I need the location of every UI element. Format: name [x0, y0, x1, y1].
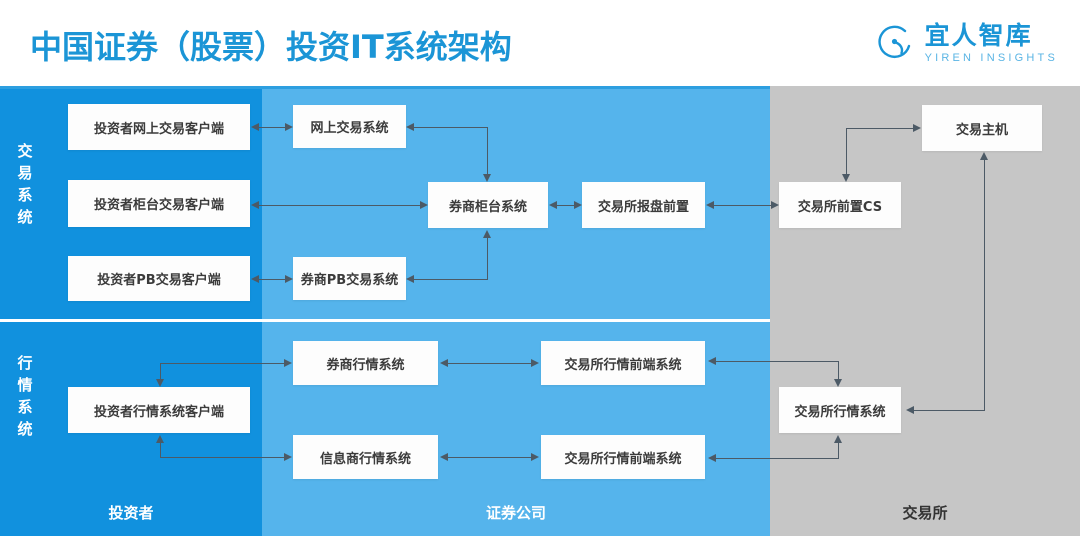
- arrowhead-to-exchange-front-cs-top: [842, 174, 850, 182]
- node-infovendor-quote-system[interactable]: 信息商行情系统: [293, 435, 438, 479]
- connector-brokerquote-to-front1: [446, 363, 533, 364]
- column-investor: [0, 86, 262, 536]
- arrowhead-to-exchange-host-bottom: [980, 152, 988, 160]
- node-exchange-quote-system[interactable]: 交易所行情系统: [779, 387, 901, 433]
- section-divider: [0, 319, 770, 322]
- column-exchange: [770, 86, 1080, 536]
- arrowhead-to-broker-counter-bottom: [483, 230, 491, 238]
- node-exchange-quote-front-1[interactable]: 交易所行情前端系统: [541, 341, 705, 385]
- connector-host-to-exchquote-h: [912, 410, 985, 411]
- connector-infoquote-to-client-h: [160, 457, 285, 458]
- arrowhead-to-exchange-quote-front-1: [531, 359, 539, 367]
- arrowhead-to-investor-counter: [251, 201, 259, 209]
- section-label-trading-text: 交易系统: [17, 142, 33, 226]
- connector-exchquote-to-front1-v: [838, 361, 839, 379]
- footer-label-broker: 证券公司: [485, 503, 546, 522]
- connector-infoquote-to-front2: [446, 457, 533, 458]
- arrowhead-to-broker-counter-top: [483, 174, 491, 182]
- node-broker-quote-system[interactable]: 券商行情系统: [293, 341, 438, 385]
- band-top-rule: [0, 86, 770, 89]
- section-label-quote-text: 行情系统: [17, 354, 33, 438]
- arrowhead-to-online-system: [285, 123, 293, 131]
- connector-exchquote-to-front1-h: [714, 361, 839, 362]
- connector-counter-to-online-v: [487, 127, 488, 174]
- connector-exchquote-to-front2-h: [714, 458, 839, 459]
- arrowhead-to-broker-pb-2: [406, 275, 414, 283]
- arrowhead-to-exchange-order-front-2: [706, 201, 714, 209]
- node-investor-quote-client[interactable]: 投资者行情系统客户端: [68, 387, 250, 433]
- node-broker-counter-system[interactable]: 券商柜台系统: [428, 182, 548, 228]
- section-label-trading: 交易系统: [8, 140, 42, 228]
- brand-wordmark: 宜人智库 YIREN INSIGHTS: [925, 23, 1058, 64]
- arrowhead-to-exchange-order-front: [574, 201, 582, 209]
- connector-pb-client-system: [256, 279, 288, 280]
- connector-cs-to-host-v: [846, 128, 847, 174]
- footer-label-investor: 投资者: [108, 503, 154, 522]
- node-investor-counter[interactable]: 投资者柜台交易客户端: [68, 180, 250, 227]
- arrowhead-to-exchange-front-cs: [771, 201, 779, 209]
- arrowhead-to-broker-counter: [420, 201, 428, 209]
- node-online-trade-system[interactable]: 网上交易系统: [293, 105, 406, 148]
- connector-brokerquote-to-client-v: [160, 363, 161, 379]
- node-investor-pb[interactable]: 投资者PB交易客户端: [68, 256, 250, 301]
- connector-infoquote-to-client-v: [160, 441, 161, 457]
- arrowhead-to-investor-pb: [251, 275, 259, 283]
- node-exchange-quote-front-2[interactable]: 交易所行情前端系统: [541, 435, 705, 479]
- arrowhead-to-exchange-quote-system-top: [834, 379, 842, 387]
- arrowhead-to-broker-quote-right: [440, 359, 448, 367]
- arrowhead-to-infovendor-quote: [284, 453, 292, 461]
- brand-logo: 宜人智库 YIREN INSIGHTS: [875, 22, 1058, 64]
- connector-exchquote-to-front2-v: [838, 441, 839, 458]
- arrowhead-to-exchange-quote-front-2-right: [708, 454, 716, 462]
- connector-counter-client-system: [256, 205, 422, 206]
- node-exchange-front-cs[interactable]: 交易所前置CS: [779, 182, 901, 228]
- arrowhead-to-broker-counter-right: [549, 201, 557, 209]
- connector-counter-to-online-h: [412, 127, 488, 128]
- arrowhead-to-exchange-host: [913, 124, 921, 132]
- arrowhead-to-exchange-quote-front-2: [531, 453, 539, 461]
- arrowhead-to-broker-pb: [285, 275, 293, 283]
- node-broker-pb-system[interactable]: 券商PB交易系统: [293, 257, 406, 300]
- arrowhead-to-investor-quote-bottom: [156, 435, 164, 443]
- connector-counter-to-orderfront: [554, 205, 576, 206]
- connector-host-to-exchquote-v: [984, 159, 985, 410]
- arrowhead-to-exchange-quote-system-right: [906, 406, 914, 414]
- connector-counter-to-pb-v: [487, 236, 488, 279]
- arrowhead-to-online-system-2: [406, 123, 414, 131]
- connector-brokerquote-to-client-h: [160, 363, 285, 364]
- brand-name-cn: 宜人智库: [924, 20, 1033, 50]
- node-exchange-host[interactable]: 交易主机: [922, 105, 1042, 151]
- header: 中国证券（股票）投资IT系统架构 宜人智库 YIREN INSIGHTS: [0, 0, 1080, 86]
- connector-cs-to-host-h: [846, 128, 914, 129]
- arrowhead-to-exchange-quote-system-bottom: [834, 435, 842, 443]
- brand-name-en: YIREN INSIGHTS: [924, 51, 1058, 64]
- node-exchange-order-front[interactable]: 交易所报盘前置: [582, 182, 705, 228]
- swirl-circle-icon: [875, 22, 917, 64]
- section-label-quote: 行情系统: [8, 352, 42, 440]
- page-title: 中国证券（股票）投资IT系统架构: [30, 28, 512, 66]
- arrowhead-to-infovendor-quote-right: [440, 453, 448, 461]
- arrowhead-to-investor-quote-top: [156, 379, 164, 387]
- connector-counter-to-pb-h: [412, 279, 488, 280]
- connector-orderfront-to-cs: [711, 205, 773, 206]
- arrowhead-to-investor-online: [251, 123, 259, 131]
- arrowhead-to-broker-quote: [284, 359, 292, 367]
- footer-label-exchange: 交易所: [902, 503, 948, 522]
- connector-online-client-system: [256, 127, 288, 128]
- arrowhead-to-exchange-quote-front-1-right: [708, 357, 716, 365]
- node-investor-online[interactable]: 投资者网上交易客户端: [68, 104, 250, 150]
